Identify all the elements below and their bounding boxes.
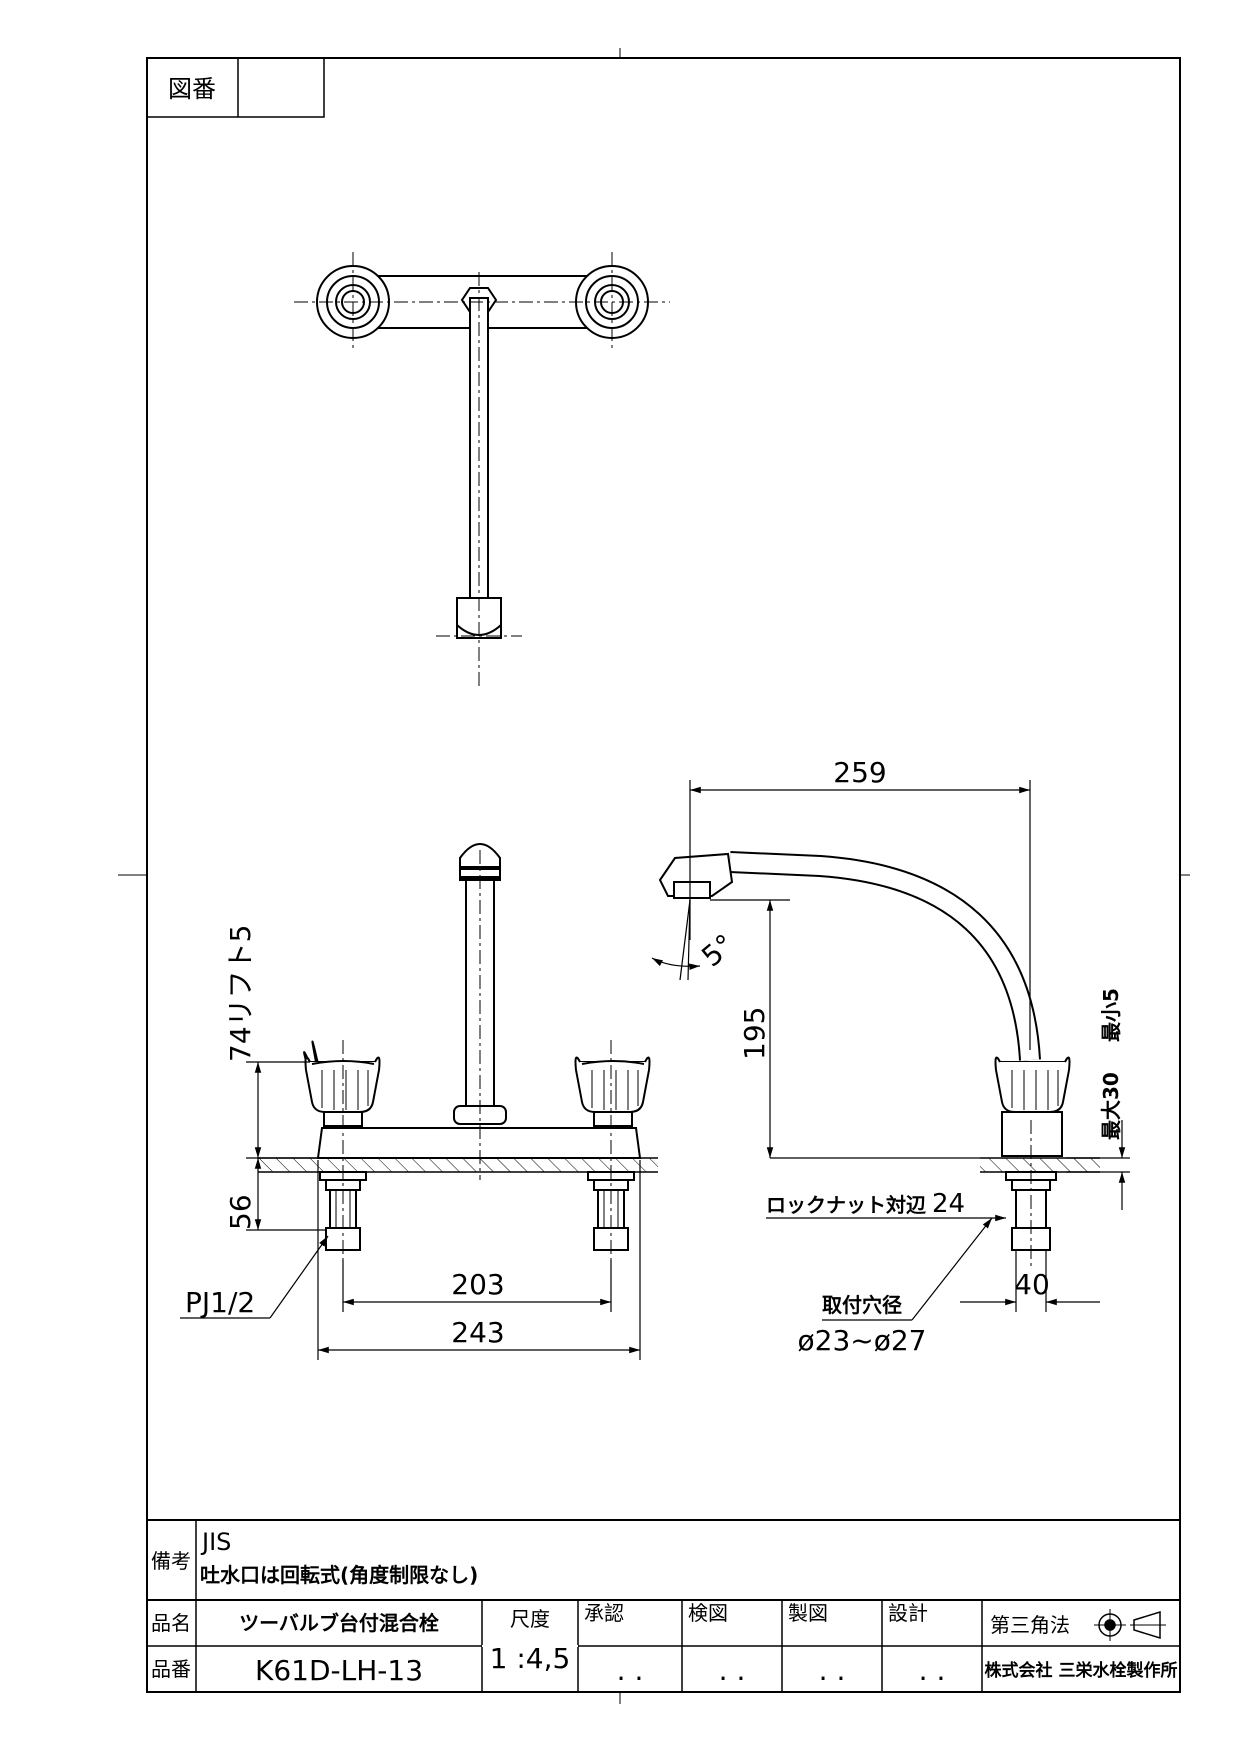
product-number-label: 品番	[151, 1657, 191, 1681]
approved-stamp: . .	[617, 1654, 644, 1687]
title-block	[147, 1519, 1180, 1692]
front-view-dimensions	[180, 1061, 641, 1360]
side-handle	[994, 1056, 1071, 1157]
dim-max-thickness: 最大30	[1099, 1072, 1123, 1140]
drawing-frame	[118, 48, 1190, 1704]
dim-center-distance: 203	[451, 1268, 504, 1301]
dim-deck-height: 56	[224, 1194, 257, 1230]
drafted-stamp: . .	[819, 1654, 846, 1687]
third-angle-projection-icon	[1094, 1609, 1166, 1641]
inspected-label: 検図	[688, 1601, 728, 1625]
approved-label: 承認	[584, 1601, 624, 1625]
dim-spout-reach: 259	[833, 756, 886, 789]
dim-hole-value: ø23~ø27	[798, 1324, 927, 1357]
product-number: K61D-LH-13	[255, 1654, 423, 1687]
designed-stamp: . .	[919, 1654, 946, 1687]
dim-overall-width: 243	[451, 1316, 504, 1349]
top-view	[294, 252, 670, 690]
side-view	[658, 851, 1100, 1270]
designed-label: 設計	[888, 1601, 928, 1625]
dim-handle-lift: 74リフト5	[224, 925, 257, 1062]
right-handle-front-view	[574, 1056, 651, 1127]
remarks-line-1: JIS	[200, 1528, 231, 1556]
dim-hole-label: 取付穴径	[822, 1293, 902, 1317]
remarks-label: 備考	[151, 1549, 191, 1573]
side-view-dimensions	[651, 780, 1130, 1321]
inspected-stamp: . .	[719, 1654, 746, 1687]
company-name: 株式会社 三栄水栓製作所	[985, 1660, 1178, 1681]
front-view	[258, 843, 658, 1270]
product-name: ツーバルブ台付混合栓	[239, 1611, 439, 1635]
dim-spout-angle: 5°	[695, 928, 741, 974]
scale-value: 1 :4,5	[490, 1642, 571, 1675]
drawing-number-label: 図番	[168, 75, 216, 103]
projection-label: 第三角法	[990, 1613, 1070, 1637]
dim-pipe-thread: PJ1/2	[185, 1286, 255, 1319]
drafted-label: 製図	[788, 1601, 828, 1625]
dim-spout-height: 195	[738, 1007, 771, 1060]
product-name-label: 品名	[151, 1611, 191, 1635]
left-handle-front-view	[303, 1040, 381, 1127]
dim-shank: 40	[1014, 1268, 1050, 1301]
scale-label: 尺度	[510, 1607, 550, 1631]
dim-min-thickness: 最小5	[1099, 988, 1123, 1042]
remarks-line-2: 吐水口は回転式(角度制限なし)	[200, 1563, 478, 1587]
